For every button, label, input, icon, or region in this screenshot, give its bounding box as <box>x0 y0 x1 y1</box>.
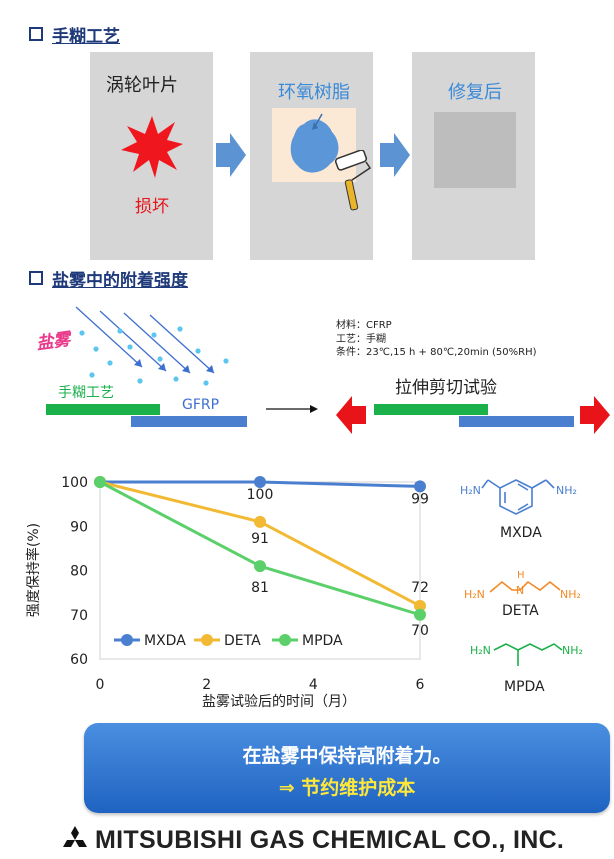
chart-axes: 60 70 80 90 100 0 2 4 6 <box>61 475 424 693</box>
panel-epoxy-resin: 环氧树脂 <box>250 52 373 260</box>
legend-label-mpda: MPDA <box>302 633 343 649</box>
legend-marker-deta <box>201 634 213 646</box>
arrow-right-icon <box>266 405 318 413</box>
mpda-structure: H₂N NH₂ <box>470 643 583 666</box>
repaired-area <box>434 112 516 188</box>
data-point-mpda <box>94 476 106 488</box>
banner-main-text: 在盐雾中保持高附着力。 <box>242 745 452 767</box>
banner-sub-text: ⇒ 节约维护成本 <box>278 777 416 799</box>
arrow-right-icon <box>216 133 246 177</box>
mxda-structure: H₂N NH₂ <box>460 479 577 515</box>
chart-xlabel: 盐雾试验后的时间（月） <box>202 694 356 710</box>
blue-test-bar <box>459 416 574 427</box>
data-point-mxda <box>414 480 426 493</box>
chart-ylabel: 强度保持率(%) <box>25 523 42 617</box>
legend-label-deta: DETA <box>224 633 261 649</box>
panel-title-repaired: 修复后 <box>448 82 502 103</box>
data-label-mxda: 100 <box>247 487 274 503</box>
test-conditions: 材料：CFRP 工艺：手糊 条件：23℃,15 h + 80℃,20min (5… <box>336 319 537 360</box>
data-point-deta <box>414 599 426 612</box>
gfrp-label: GFRP <box>182 397 220 413</box>
section-bullet-icon <box>29 27 43 41</box>
panel-title-epoxy: 环氧树脂 <box>278 82 350 103</box>
damage-label: 损坏 <box>135 197 169 217</box>
chart-series: 100 99 91 72 81 70 <box>94 476 429 639</box>
salt-spray-label: 盐雾 <box>35 329 72 355</box>
deta-middle-n: N <box>516 584 524 597</box>
summary-banner: 在盐雾中保持高附着力。 ⇒ 节约维护成本 <box>84 723 610 813</box>
process-line: 工艺：手糊 <box>336 333 386 345</box>
handlayup-label: 手糊工艺 <box>58 385 114 401</box>
blue-adherend-bar <box>131 416 247 427</box>
data-label-mpda: 81 <box>251 580 269 596</box>
section-bullet-icon <box>29 271 43 285</box>
x-tick-label: 4 <box>309 677 318 693</box>
deta-right-amine: NH₂ <box>560 588 581 601</box>
mxda-left-amine: H₂N <box>460 484 481 497</box>
section-title-adhesion: 盐雾中的附着强度 <box>52 271 188 291</box>
mpda-left-amine: H₂N <box>470 644 491 657</box>
tensile-shear-test-label: 拉伸剪切试验 <box>395 378 497 398</box>
panel-after-repair: 修复后 <box>412 52 535 260</box>
y-tick-label: 70 <box>70 608 88 624</box>
arrow-right-red-icon <box>580 396 610 434</box>
material-line: 材料：CFRP <box>336 320 392 331</box>
paint-roller-icon <box>334 150 372 211</box>
panel-turbine-blade: 涡轮叶片 损坏 <box>90 52 213 260</box>
data-point-mxda <box>254 476 266 488</box>
arrow-left-icon <box>336 396 366 434</box>
data-point-mpda <box>254 560 266 573</box>
y-tick-label: 100 <box>61 475 88 491</box>
deta-left-amine: H₂N <box>464 588 485 601</box>
x-tick-label: 0 <box>96 677 105 693</box>
company-name: MITSUBISHI GAS CHEMICAL CO., INC. <box>95 826 565 854</box>
green-adherend-bar <box>46 404 160 415</box>
y-tick-label: 80 <box>70 564 88 580</box>
salt-spray-illustration <box>75 306 229 386</box>
data-point-deta <box>254 515 266 528</box>
legend-marker-mpda <box>279 634 291 646</box>
x-tick-label: 6 <box>416 677 425 693</box>
legend-marker-mxda <box>121 634 133 646</box>
y-tick-label: 90 <box>70 519 88 535</box>
data-label-mpda: 70 <box>411 623 429 639</box>
y-tick-label: 60 <box>70 652 88 668</box>
deta-middle-h: H <box>517 570 525 581</box>
deta-label: DETA <box>502 603 539 619</box>
chart-legend: MXDA DETA MPDA <box>114 633 343 649</box>
data-label-mxda: 99 <box>411 491 429 507</box>
arrow-right-icon <box>380 133 410 177</box>
panel-title-blade: 涡轮叶片 <box>106 75 178 96</box>
legend-label-mxda: MXDA <box>144 633 186 649</box>
mxda-label: MXDA <box>500 525 542 541</box>
mpda-label: MPDA <box>504 679 545 695</box>
x-tick-label: 2 <box>202 677 211 693</box>
mxda-right-amine: NH₂ <box>556 484 577 497</box>
mitsubishi-logo-icon <box>63 826 87 847</box>
retention-chart: 60 70 80 90 100 0 2 4 6 100 99 91 72 81 70 MXDA DETA MP… <box>25 475 429 710</box>
resin-blob-icon <box>290 113 339 173</box>
deta-structure: H₂N H N NH₂ <box>464 570 581 601</box>
data-point-mpda <box>414 608 426 621</box>
mpda-right-amine: NH₂ <box>562 644 583 657</box>
data-label-deta: 91 <box>251 531 269 547</box>
green-test-bar <box>374 404 488 415</box>
section-title-handlayup: 手糊工艺 <box>52 27 120 47</box>
damage-burst-icon <box>121 116 183 178</box>
condition-line: 条件：23℃,15 h + 80℃,20min (50%RH) <box>336 347 537 358</box>
data-label-deta: 72 <box>411 580 429 596</box>
